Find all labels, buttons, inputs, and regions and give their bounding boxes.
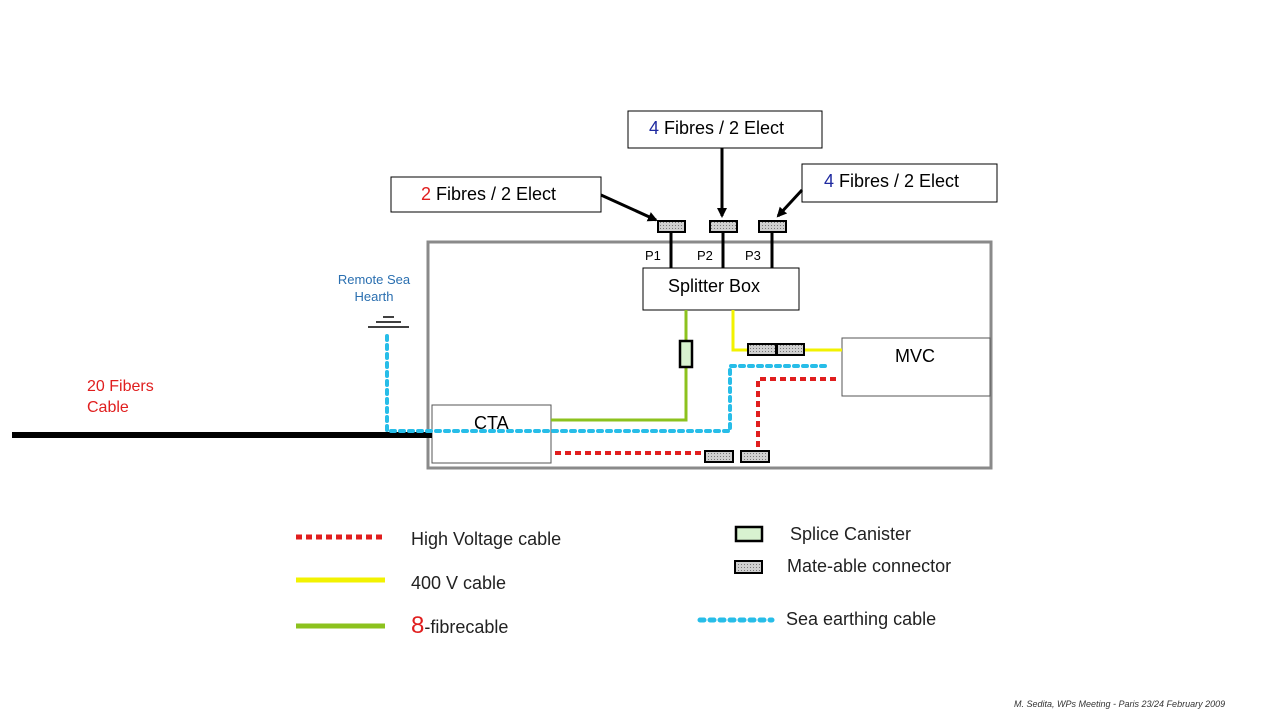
connector-bottom-b <box>740 450 770 463</box>
connector-mvc-b <box>776 343 805 356</box>
callout-p2-rest: Fibres / 2 Elect <box>659 118 785 138</box>
arrow-p1 <box>600 193 658 222</box>
legend-fibre-num: 8 <box>411 612 425 639</box>
high-voltage-cable <box>756 377 836 456</box>
callout-p3: 4 Fibres / 2 Elect <box>824 171 959 192</box>
callout-p3-num: 4 <box>824 171 835 191</box>
callout-box-p3 <box>801 163 998 203</box>
connector-p1 <box>657 220 686 233</box>
footer-credit: M. Sedita, WPs Meeting - Paris 23/24 Feb… <box>1014 699 1226 709</box>
callout-box-p1 <box>390 176 602 213</box>
main-frame <box>426 240 993 470</box>
arrow-p3 <box>776 188 804 218</box>
cta-label: CTA <box>474 413 509 433</box>
legend-400v: 400 V cable <box>411 573 507 593</box>
ground-icon <box>368 316 409 328</box>
callout-p2: 4 Fibres / 2 Elect <box>649 118 784 139</box>
connector-mvc-a <box>747 343 777 356</box>
legend-splice-icon <box>734 525 764 543</box>
legend-splice: Splice Canister <box>790 524 912 544</box>
legend-sea-earth: Sea earthing cable <box>786 609 937 629</box>
mvc-label: MVC <box>895 346 935 366</box>
cta-box <box>431 404 552 464</box>
connector-p2 <box>709 220 738 233</box>
legend-fibre-rest: -fibrecable <box>424 617 509 637</box>
port-label-p3: P3 <box>745 248 761 263</box>
legend-fibre: 8-fibrecable <box>411 612 508 640</box>
splitter-box <box>642 267 800 311</box>
legend-mateable: Mate-able connector <box>787 556 952 576</box>
fibers-cable-label: 20 Fibers Cable <box>87 378 154 416</box>
mvc-box <box>841 337 991 397</box>
splitter-box-label: Splitter Box <box>668 276 761 296</box>
remote-sea-label: Remote Sea Hearth <box>337 272 411 304</box>
splice-canister <box>678 339 694 369</box>
callout-p1-rest: Fibres / 2 Elect <box>431 184 557 204</box>
port-label-p1: P1 <box>645 248 661 263</box>
sea-earthing-cable <box>385 334 832 433</box>
connector-p3 <box>758 220 787 233</box>
fibre-cable <box>551 310 688 422</box>
callout-p2-num: 4 <box>649 118 660 138</box>
callout-p1-num: 2 <box>421 184 432 204</box>
connector-bottom-a <box>704 450 734 463</box>
callout-box-p2 <box>627 110 823 149</box>
legend-mateable-icon <box>734 560 763 574</box>
legend-high-voltage: High Voltage cable <box>411 529 562 549</box>
callout-p3-rest: Fibres / 2 Elect <box>834 171 960 191</box>
port-label-p2: P2 <box>697 248 713 263</box>
v400-cable <box>731 310 748 352</box>
callout-p1: 2 Fibres / 2 Elect <box>421 184 556 205</box>
